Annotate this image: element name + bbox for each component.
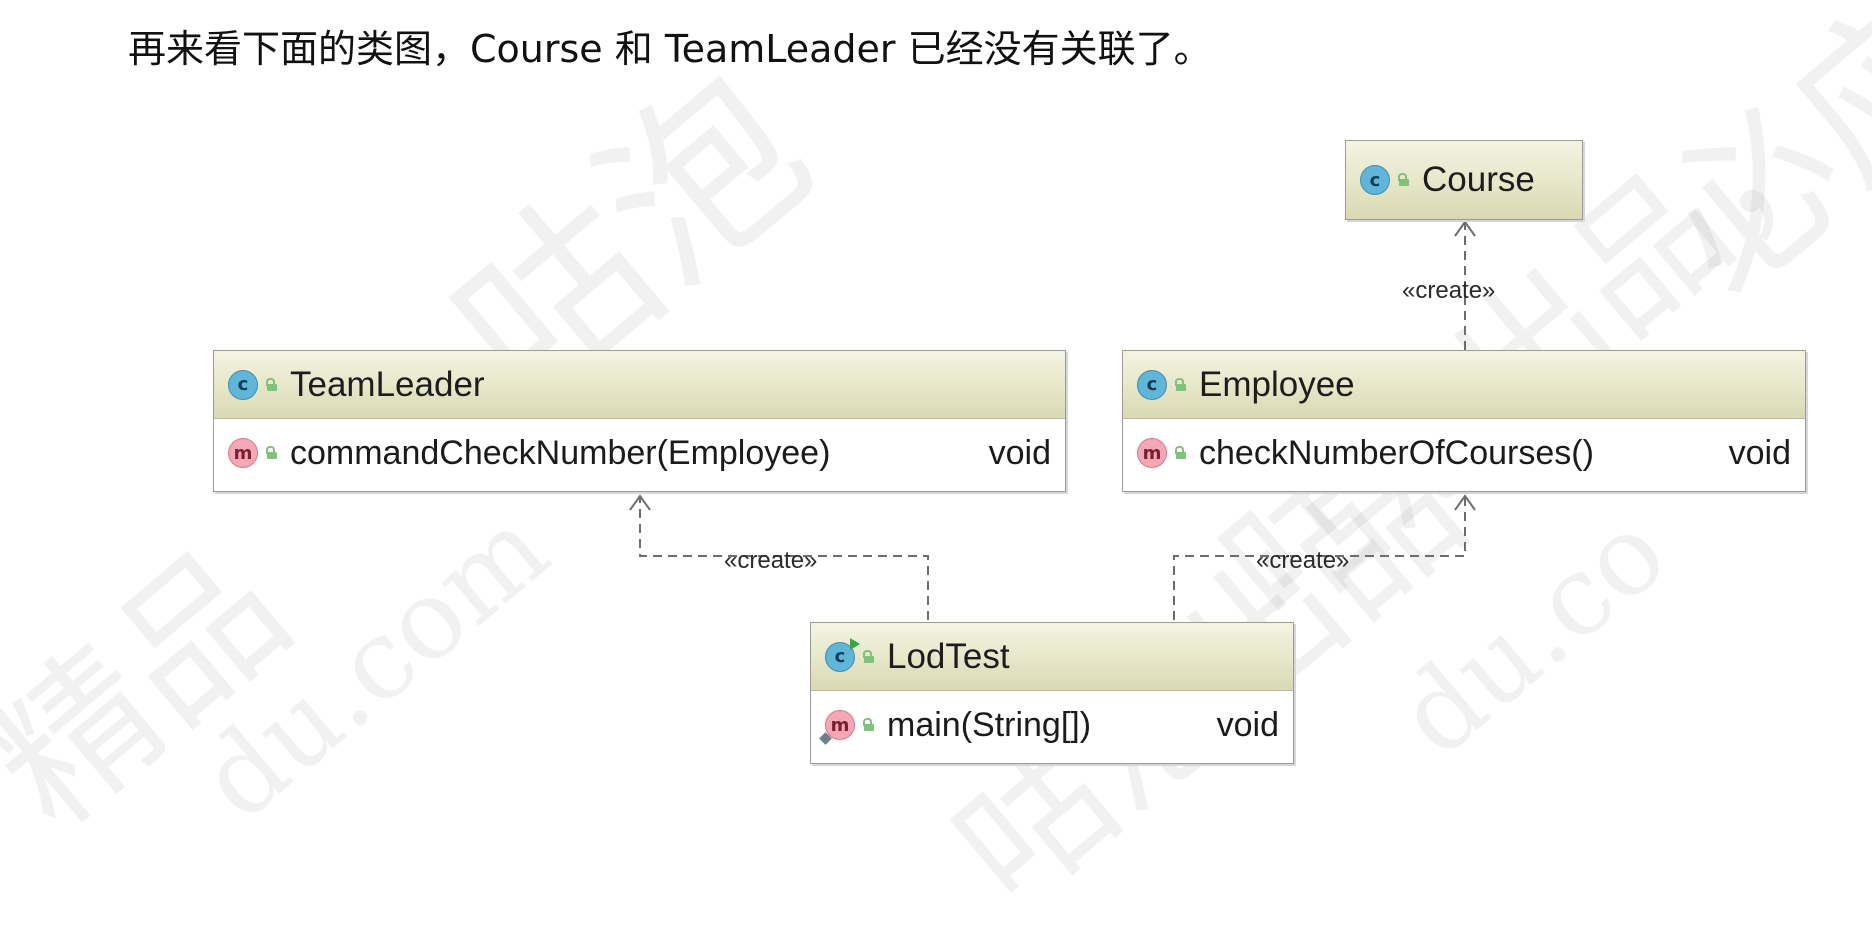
stereotype-create-label: «create» — [1402, 277, 1495, 304]
runnable-class-icon: c — [825, 637, 860, 672]
dependency-lodtest-to-teamleader — [629, 494, 929, 620]
class-header: c TeamLeader — [214, 351, 1065, 419]
class-name: Course — [1422, 160, 1535, 199]
public-visibility-icon — [266, 377, 280, 392]
class-header: c LodTest — [811, 623, 1293, 691]
class-name: Employee — [1199, 364, 1355, 404]
class-course[interactable]: c Course — [1345, 140, 1583, 220]
class-employee[interactable]: c Employee m checkNumberOfCourses() void — [1122, 350, 1806, 492]
stereotype-create-label: «create» — [724, 547, 817, 574]
method-row[interactable]: m main(String[]) void — [811, 691, 1293, 759]
open-arrowhead — [1454, 220, 1476, 237]
class-icon: c — [1137, 369, 1167, 400]
method-signature: main(String[]) — [887, 705, 1092, 744]
class-icon: c — [228, 369, 258, 400]
method-return-type: void — [1728, 433, 1791, 472]
open-arrowhead — [1454, 494, 1476, 511]
public-visibility-icon — [1398, 173, 1412, 187]
public-visibility-icon — [863, 649, 877, 664]
method-return-type: void — [1216, 705, 1279, 744]
dependency-connectors: «create» «create» «create» — [629, 220, 1495, 620]
stereotype-create-label: «create» — [1256, 547, 1349, 574]
method-signature: checkNumberOfCourses() — [1199, 433, 1594, 472]
class-icon: c — [1360, 165, 1390, 195]
method-signature: commandCheckNumber(Employee) — [290, 433, 831, 472]
method-return-type: void — [988, 433, 1051, 472]
method-row[interactable]: m checkNumberOfCourses() void — [1123, 419, 1805, 487]
method-icon: m — [1137, 438, 1167, 468]
class-name: LodTest — [887, 636, 1010, 676]
run-icon — [850, 637, 860, 650]
class-header: c Course — [1346, 141, 1582, 219]
class-lodtest[interactable]: c LodTest m main(String[]) void — [810, 622, 1294, 764]
method-row[interactable]: m commandCheckNumber(Employee) void — [214, 419, 1065, 487]
public-visibility-icon — [266, 446, 280, 460]
dependency-employee-to-course — [1454, 220, 1476, 350]
public-visibility-icon — [1175, 377, 1189, 392]
method-icon: m — [228, 438, 258, 468]
class-header: c Employee — [1123, 351, 1805, 419]
dependency-lodtest-to-employee — [1173, 494, 1476, 620]
class-name: TeamLeader — [290, 364, 485, 404]
public-visibility-icon — [863, 718, 877, 732]
static-method-icon: m — [819, 710, 855, 745]
class-teamleader[interactable]: c TeamLeader m commandCheckNumber(Employ… — [213, 350, 1066, 492]
public-visibility-icon — [1175, 446, 1189, 460]
open-arrowhead — [629, 494, 651, 511]
intro-text: 再来看下面的类图，Course 和 TeamLeader 已经没有关联了。 — [128, 27, 1212, 71]
